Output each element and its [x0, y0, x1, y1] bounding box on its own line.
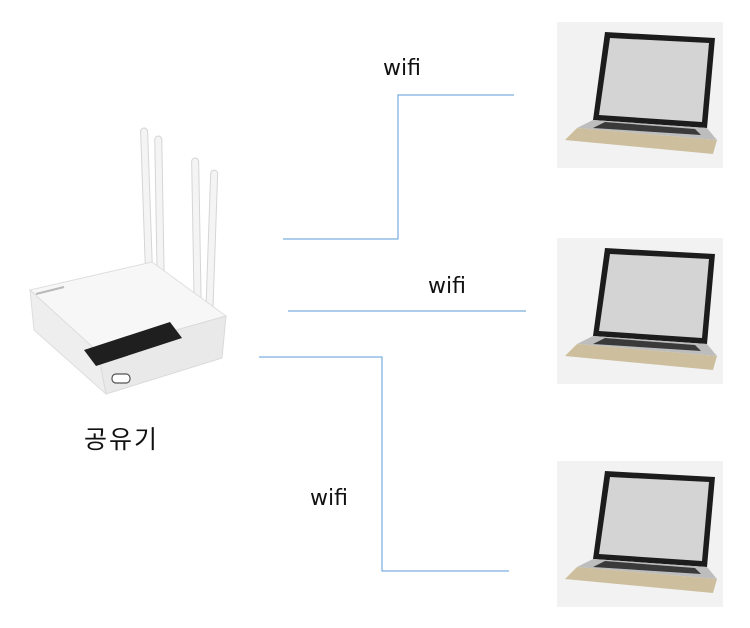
- router-label: 공유기: [84, 425, 160, 454]
- wifi-label-3: wifi: [310, 486, 348, 511]
- wifi-label-2: wifi: [428, 274, 466, 299]
- laptop-icon: [565, 248, 717, 370]
- connector-lines: [259, 94, 526, 572]
- laptop-2: [557, 238, 723, 384]
- connector-line-3: [259, 356, 509, 572]
- connector-line-1: [283, 94, 514, 240]
- wifi-label-1: wifi: [383, 56, 421, 81]
- laptop-icon: [565, 32, 717, 154]
- wifi-router-icon: [28, 127, 228, 396]
- laptop-3: [557, 461, 723, 607]
- laptop-1: [557, 22, 723, 168]
- laptop-icon: [565, 471, 717, 593]
